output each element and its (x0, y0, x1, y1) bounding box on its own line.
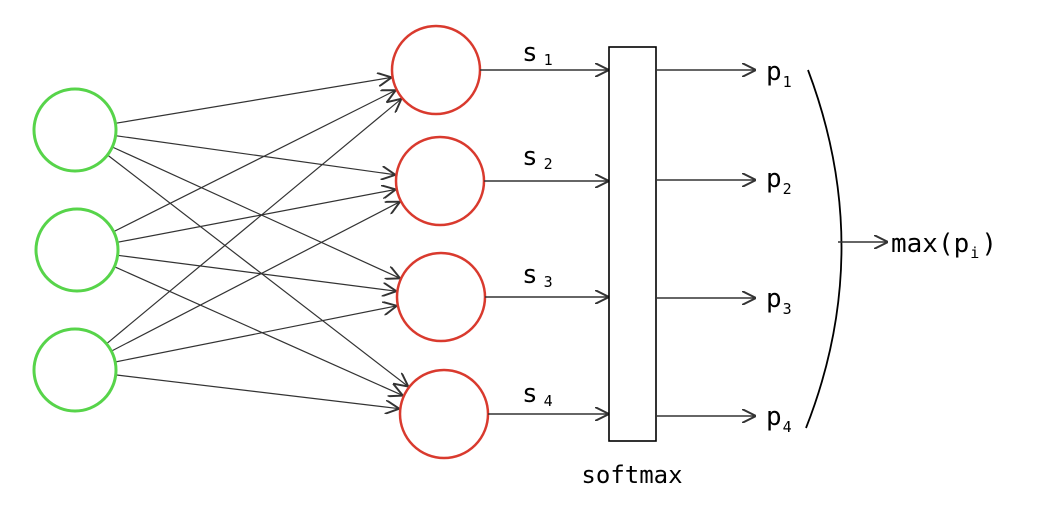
softmax-label: softmax (581, 461, 682, 489)
connection-3-4 (115, 374, 400, 409)
probability-bracket (805, 69, 843, 429)
output-node-2 (394, 135, 486, 227)
score-arrows (480, 70, 609, 414)
probability-label-2: p2 (766, 164, 792, 198)
input-layer (32, 87, 120, 413)
input-node-3 (32, 327, 118, 413)
probability-label-4: p4 (766, 402, 792, 436)
input-to-hidden-connections (106, 77, 409, 409)
connection-2-4 (114, 266, 403, 396)
output-node-1 (390, 24, 482, 116)
softmax-box (608, 46, 657, 442)
input-node-2 (34, 207, 120, 293)
connection-2-3 (117, 254, 397, 291)
input-node-1 (32, 87, 118, 173)
connection-3-1 (106, 99, 402, 345)
connection-1-3 (112, 146, 400, 278)
connection-2-1 (113, 90, 396, 233)
probability-label-1: p1 (766, 57, 792, 91)
output-node-3 (395, 251, 487, 343)
connection-3-3 (115, 306, 397, 363)
connection-3-2 (111, 202, 400, 352)
probability-label-3: p3 (766, 284, 792, 318)
output-node-4 (398, 368, 490, 460)
connection-1-2 (115, 135, 396, 175)
result-label: max(pi) (891, 229, 997, 262)
probability-arrows (656, 70, 756, 416)
connection-1-4 (107, 154, 409, 387)
output-layer (390, 24, 490, 460)
connection-1-1 (115, 77, 391, 124)
connection-2-2 (117, 189, 396, 243)
